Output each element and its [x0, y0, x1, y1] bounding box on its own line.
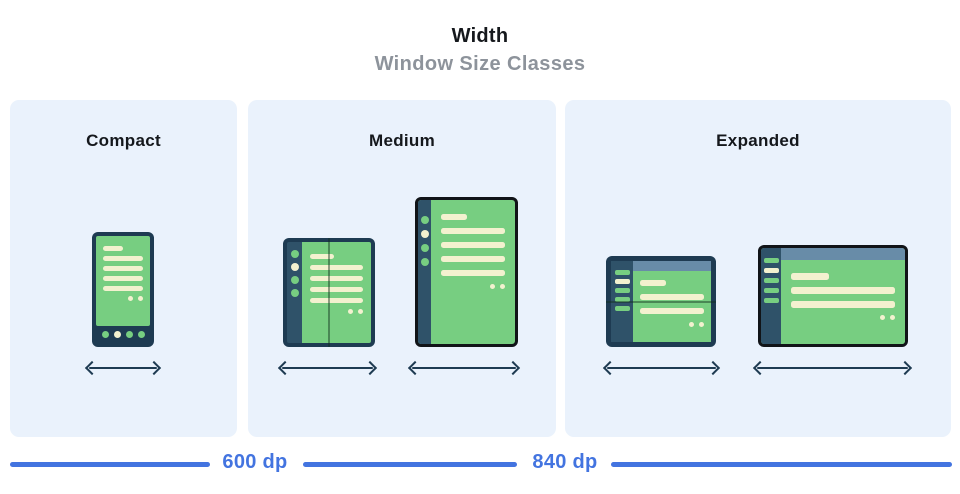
- fold-crease: [606, 300, 716, 303]
- portrait-tablet-device: [415, 197, 518, 347]
- text-line: [791, 273, 830, 280]
- menu-bar: [614, 297, 630, 302]
- action-dots: [640, 322, 704, 327]
- action-dots: [103, 296, 143, 301]
- text-line: [441, 270, 505, 276]
- rail-dot: [290, 263, 299, 271]
- desktop-device: [758, 245, 908, 347]
- width-arrow-icon: [279, 362, 376, 374]
- menu-bar: [614, 270, 630, 275]
- rail-dot: [420, 230, 429, 238]
- panel-compact-title: Compact: [86, 131, 161, 150]
- text-line: [310, 265, 363, 270]
- text-line: [441, 242, 505, 248]
- text-line: [310, 287, 363, 292]
- panel-expanded: Expanded: [565, 100, 951, 437]
- fold-crease: [328, 238, 330, 347]
- text-line: [441, 228, 505, 234]
- text-line: [441, 214, 467, 220]
- nav-dot: [137, 331, 145, 338]
- phone-screen: [96, 236, 150, 326]
- main-pane: [633, 261, 711, 342]
- text-line: [640, 308, 704, 314]
- content-area: [781, 260, 905, 344]
- sidebar-menu: [611, 261, 633, 342]
- rail-dot: [290, 250, 299, 258]
- rail-dot: [420, 244, 429, 252]
- nav-dot: [113, 331, 121, 338]
- main-pane: [781, 248, 905, 344]
- menu-bar: [763, 258, 779, 263]
- text-line: [791, 301, 895, 308]
- menu-bar: [763, 288, 779, 293]
- dp-ruler-segment: [10, 462, 210, 467]
- nav-rail: [287, 242, 302, 343]
- dp-ruler-segment: [611, 462, 952, 467]
- menu-bar: [614, 288, 630, 293]
- panel-medium: Medium: [248, 100, 556, 437]
- text-line: [103, 286, 143, 291]
- rail-dot: [420, 216, 429, 224]
- text-line: [310, 298, 363, 303]
- action-dots: [791, 315, 895, 320]
- tablet-screen: [431, 200, 515, 344]
- panel-expanded-title: Expanded: [716, 131, 800, 150]
- menu-bar: [614, 306, 630, 311]
- landscape-foldable-device: [606, 256, 716, 347]
- rail-dot: [420, 258, 429, 266]
- text-line: [441, 256, 505, 262]
- app-header-bar: [633, 261, 711, 271]
- menu-bar: [763, 268, 779, 273]
- text-line: [310, 254, 335, 259]
- dp-ruler-segment: [303, 462, 517, 467]
- rail-dot: [290, 289, 299, 297]
- menu-bar: [763, 278, 779, 283]
- action-dots: [441, 284, 505, 289]
- text-line: [103, 276, 143, 281]
- text-line: [103, 266, 143, 271]
- text-line: [791, 287, 895, 294]
- sidebar-menu: [761, 248, 781, 344]
- app-header-bar: [781, 248, 905, 260]
- diagram-subtitle: Window Size Classes: [374, 53, 586, 75]
- rail-dot: [290, 276, 299, 284]
- nav-dot: [101, 331, 109, 338]
- text-line: [103, 246, 123, 251]
- text-line: [103, 256, 143, 261]
- phone-device: [92, 232, 154, 347]
- foldable-screen: [302, 242, 371, 343]
- menu-bar: [614, 279, 630, 284]
- breakpoint-840dp-label: 840 dp: [532, 451, 598, 473]
- nav-dot: [125, 331, 133, 338]
- diagram-title: Width: [451, 25, 509, 47]
- nav-rail: [418, 200, 431, 344]
- phone-navbar: [96, 326, 150, 343]
- action-dots: [310, 309, 363, 314]
- menu-bar: [763, 298, 779, 303]
- width-arrow-icon: [86, 362, 160, 374]
- panel-medium-title: Medium: [368, 131, 436, 150]
- width-arrow-icon: [754, 362, 911, 374]
- width-arrow-icon: [604, 362, 719, 374]
- text-line: [640, 294, 704, 300]
- text-line: [310, 276, 363, 281]
- text-line: [640, 280, 666, 286]
- open-foldable-device: [283, 238, 375, 347]
- breakpoint-600dp-label: 600 dp: [222, 451, 288, 473]
- content-area: [633, 271, 711, 342]
- width-arrow-icon: [409, 362, 519, 374]
- panel-compact: Compact: [10, 100, 237, 437]
